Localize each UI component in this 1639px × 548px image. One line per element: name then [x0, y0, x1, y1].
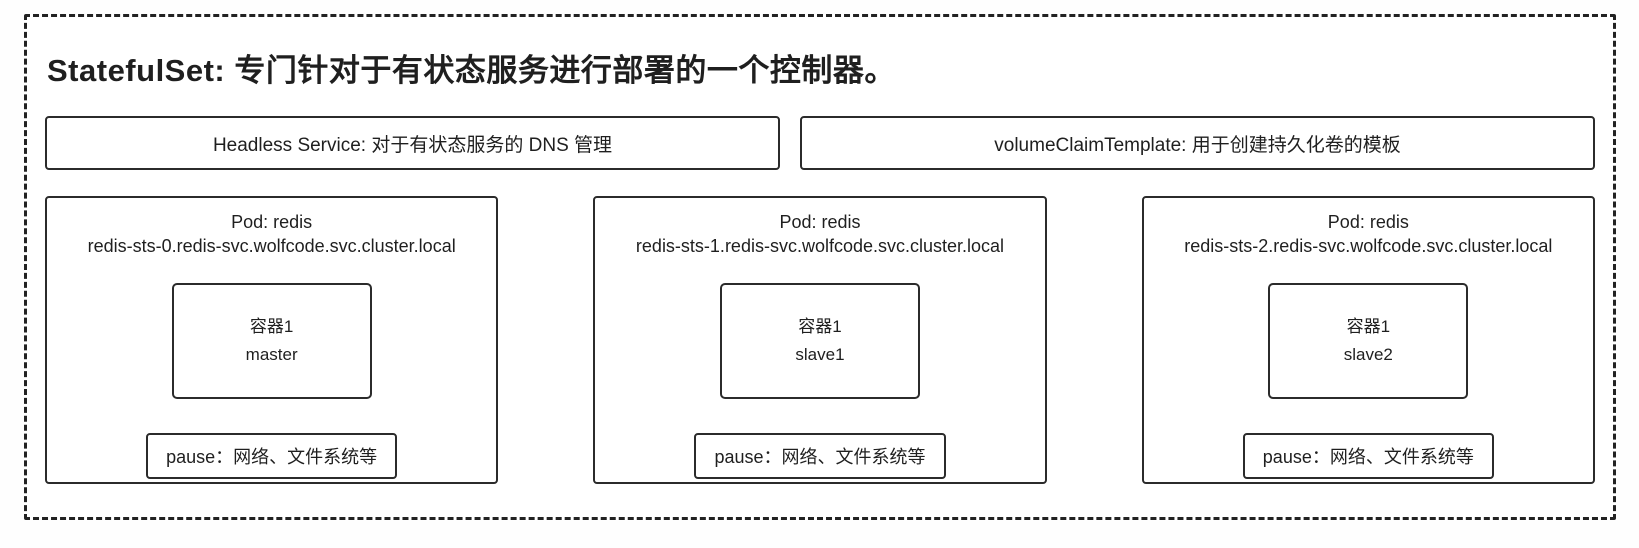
pause-box: pause：网络、文件系统等	[694, 432, 946, 479]
pause-label: pause：网络、文件系统等	[714, 446, 926, 467]
pause-label: pause：网络、文件系统等	[1262, 446, 1474, 467]
pods-row: Pod: redis redis-sts-0.redis-svc.wolfcod…	[45, 196, 1595, 484]
container-box: 容器1 master	[171, 282, 372, 399]
pod-title: Pod: redis	[231, 212, 313, 232]
pod-dns: redis-sts-1.redis-svc.wolfcode.svc.clust…	[635, 236, 1005, 257]
pause-label: pause：网络、文件系统等	[166, 446, 378, 467]
pod-box-redis-sts-2: Pod: redis redis-sts-2.redis-svc.wolfcod…	[1141, 196, 1595, 484]
pause-box: pause：网络、文件系统等	[1242, 432, 1494, 479]
pod-dns: redis-sts-2.redis-svc.wolfcode.svc.clust…	[1184, 236, 1553, 257]
container-role: slave1	[795, 344, 845, 364]
pod-box-redis-sts-0: Pod: redis redis-sts-0.redis-svc.wolfcod…	[45, 196, 499, 484]
container-box: 容器1 slave1	[719, 282, 920, 399]
pod-title: Pod: redis	[779, 212, 861, 232]
pod-dns: redis-sts-0.redis-svc.wolfcode.svc.clust…	[87, 236, 456, 257]
pause-box: pause：网络、文件系统等	[146, 432, 398, 479]
container-role: master	[245, 344, 298, 364]
diagram-title: StatefulSet: 专门针对于有状态服务进行部署的一个控制器。	[47, 53, 896, 88]
container-label: 容器1	[798, 317, 842, 337]
container-role: slave2	[1343, 344, 1393, 364]
container-label: 容器1	[249, 317, 294, 337]
statefulset-frame: StatefulSet: 专门针对于有状态服务进行部署的一个控制器。 Headl…	[24, 14, 1616, 520]
pod-title: Pod: redis	[1327, 212, 1409, 232]
volume-claim-template-box: volumeClaimTemplate: 用于创建持久化卷的模板	[800, 116, 1595, 170]
service-row: Headless Service: 对于有状态服务的 DNS 管理 volume…	[45, 116, 1595, 170]
container-label: 容器1	[1346, 317, 1391, 337]
headless-service-label: Headless Service: 对于有状态服务的 DNS 管理	[212, 134, 613, 156]
headless-service-box: Headless Service: 对于有状态服务的 DNS 管理	[45, 116, 780, 170]
pod-box-redis-sts-1: Pod: redis redis-sts-1.redis-svc.wolfcod…	[593, 196, 1047, 484]
container-box: 容器1 slave2	[1268, 282, 1469, 399]
volume-claim-template-label: volumeClaimTemplate: 用于创建持久化卷的模板	[994, 134, 1401, 156]
